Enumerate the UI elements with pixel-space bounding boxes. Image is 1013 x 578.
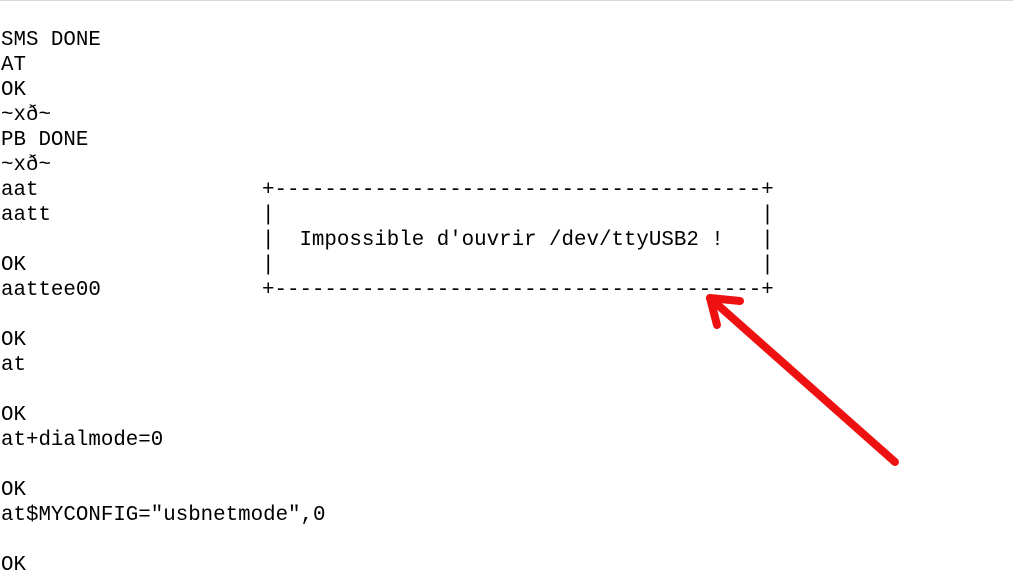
terminal-line bbox=[1, 453, 1011, 478]
terminal-line: ~xð~ bbox=[1, 104, 51, 127]
terminal-line: OK bbox=[1, 479, 26, 502]
terminal-line: at+dialmode=0 bbox=[1, 429, 164, 452]
terminal-line bbox=[1, 528, 1011, 553]
dialog-blank-row: | | bbox=[262, 204, 774, 227]
error-dialog-box: +---------------------------------------… bbox=[262, 178, 774, 303]
terminal-line: aat bbox=[1, 179, 39, 202]
terminal-line: ~xð~ bbox=[1, 154, 51, 177]
dialog-bottom-border: +---------------------------------------… bbox=[262, 279, 774, 302]
terminal-line: OK bbox=[1, 329, 26, 352]
terminal-line bbox=[1, 378, 1011, 403]
window-top-border bbox=[0, 0, 1013, 1]
dialog-top-border: +---------------------------------------… bbox=[262, 179, 774, 202]
dialog-error-message: | Impossible d'ouvrir /dev/ttyUSB2 ! | bbox=[262, 229, 774, 252]
terminal-line: OK bbox=[1, 404, 26, 427]
terminal-line: at bbox=[1, 354, 26, 377]
dialog-blank-row: | | bbox=[262, 254, 774, 277]
terminal-line: at$MYCONFIG="usbnetmode",0 bbox=[1, 504, 326, 527]
terminal-line: OK bbox=[1, 79, 26, 102]
terminal-line: AT bbox=[1, 54, 26, 77]
terminal-line bbox=[1, 303, 1011, 328]
terminal-line: PB DONE bbox=[1, 129, 89, 152]
terminal-line: aatt bbox=[1, 204, 51, 227]
terminal-line: OK bbox=[1, 254, 26, 277]
terminal-line: aattee00 bbox=[1, 279, 101, 302]
terminal-line: SMS DONE bbox=[1, 29, 101, 52]
